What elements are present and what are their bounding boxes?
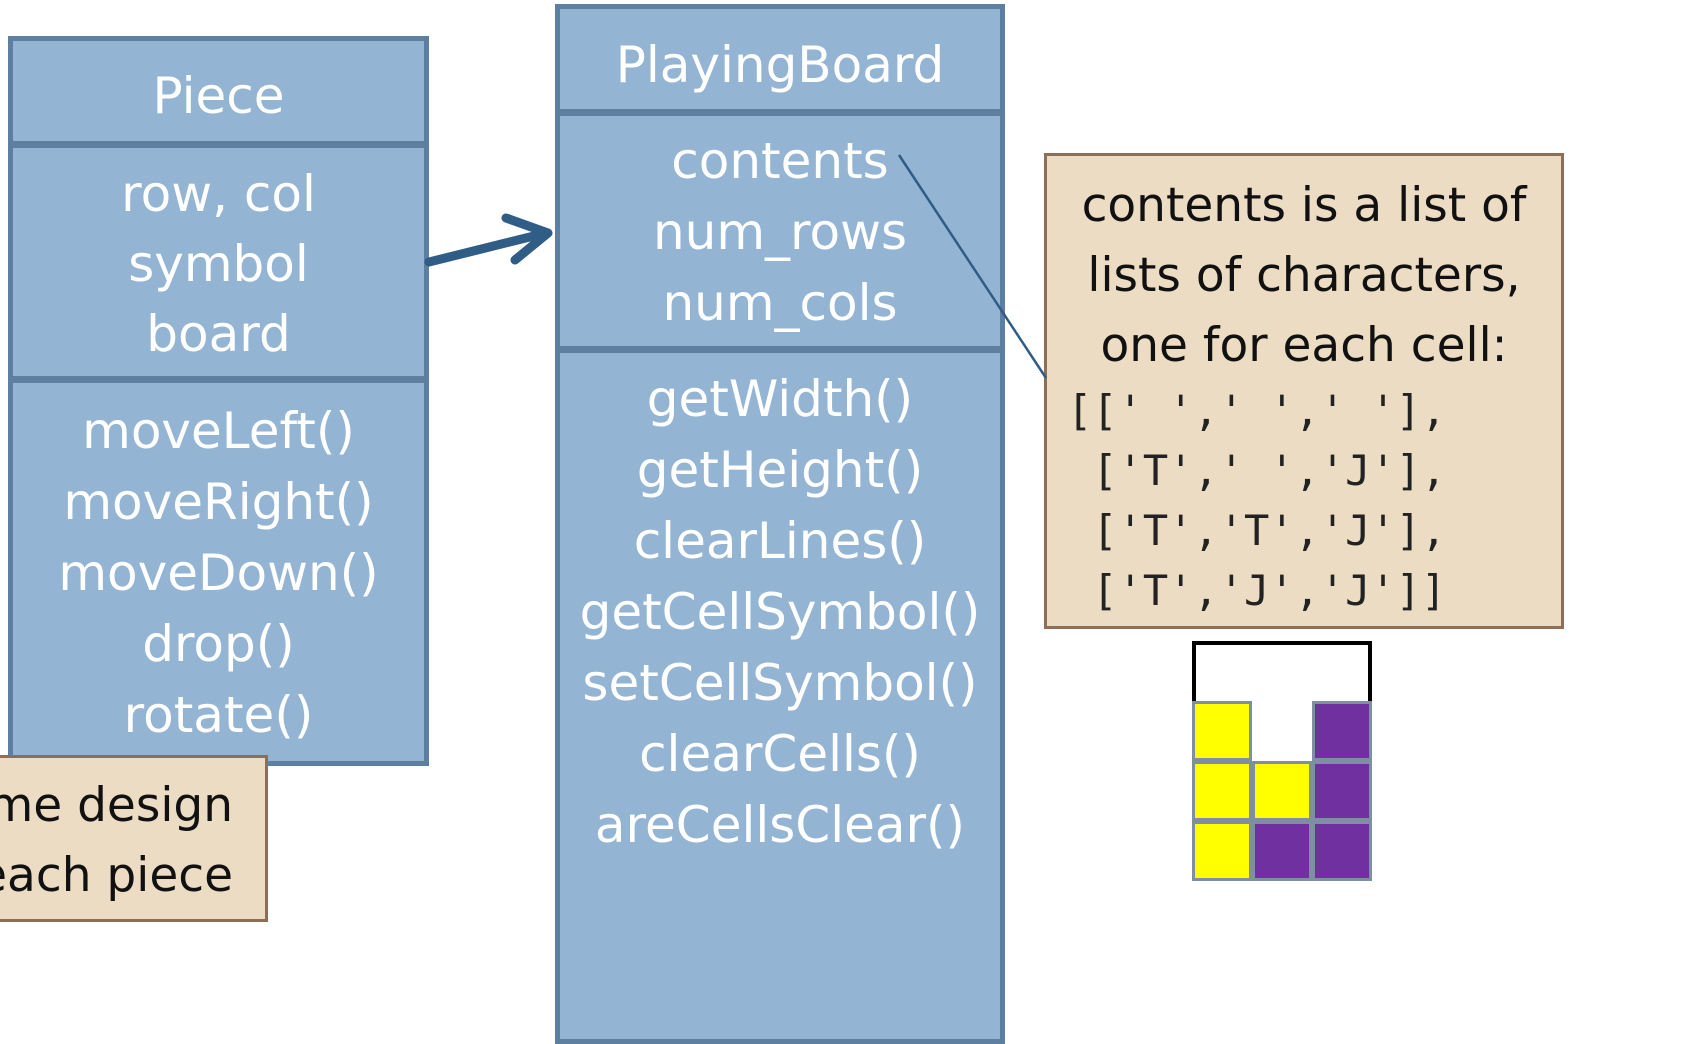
left-design-note: me design each piece bbox=[0, 755, 268, 922]
piece-title-divider bbox=[13, 141, 424, 148]
playingboard-method-clearlines: clearLines() bbox=[633, 512, 927, 570]
piece-attribute-symbol: symbol bbox=[128, 235, 309, 293]
contents-note: contents is a list of lists of character… bbox=[1044, 153, 1564, 629]
playingboard-attributes-divider bbox=[560, 346, 1000, 353]
playingboard-attribute-num-rows: num_rows bbox=[652, 203, 908, 261]
piece-to-board-arrow-head bbox=[501, 213, 553, 265]
board-grid bbox=[1192, 641, 1372, 881]
board-cell bbox=[1192, 761, 1252, 821]
contents-note-line-1: contents is a list of bbox=[1081, 178, 1527, 233]
board-cell bbox=[1192, 821, 1252, 881]
piece-to-board-arrow-shaft bbox=[424, 228, 551, 267]
playingboard-method-clearcells: clearCells() bbox=[639, 725, 921, 783]
piece-method-rotate: rotate() bbox=[123, 686, 314, 744]
contents-note-line-2: lists of characters, bbox=[1087, 248, 1521, 303]
playingboard-attribute-contents: contents bbox=[671, 132, 889, 190]
board-cell bbox=[1312, 821, 1372, 881]
playingboard-method-arecellsclear: areCellsClear() bbox=[594, 796, 966, 854]
piece-method-moveleft: moveLeft() bbox=[82, 402, 355, 460]
left-note-line-1: me design bbox=[0, 778, 233, 833]
piece-method-drop: drop() bbox=[142, 615, 295, 673]
contents-code-line-3: ['T','T','J'], bbox=[1067, 506, 1447, 555]
piece-class-title: Piece bbox=[152, 67, 285, 125]
board-cell bbox=[1252, 821, 1312, 881]
playingboard-method-setcellsymbol: setCellSymbol() bbox=[582, 654, 978, 712]
piece-method-moveright: moveRight() bbox=[63, 473, 374, 531]
piece-method-movedown: moveDown() bbox=[58, 544, 379, 602]
contents-note-line-3: one for each cell: bbox=[1100, 318, 1508, 373]
piece-attributes-divider bbox=[13, 376, 424, 383]
playingboard-class-title: PlayingBoard bbox=[615, 36, 945, 94]
playingboard-attribute-num-cols: num_cols bbox=[662, 274, 898, 332]
contents-code-line-4: ['T','J','J']] bbox=[1067, 566, 1447, 615]
board-empty-row-frame bbox=[1192, 641, 1372, 703]
board-cell bbox=[1252, 701, 1312, 761]
piece-attribute-board: board bbox=[146, 305, 291, 363]
playingboard-method-getwidth: getWidth() bbox=[646, 370, 914, 428]
board-cell bbox=[1312, 761, 1372, 821]
contents-code-line-1: [[' ',' ',' '], bbox=[1067, 386, 1447, 435]
playingboard-title-divider bbox=[560, 109, 1000, 116]
left-note-line-2: each piece bbox=[0, 848, 233, 903]
playingboard-class-box: PlayingBoard contents num_rows num_cols … bbox=[555, 4, 1005, 1044]
contents-code-line-2: ['T',' ','J'], bbox=[1067, 446, 1447, 495]
board-cell bbox=[1192, 701, 1252, 761]
piece-attribute-row-col: row, col bbox=[121, 165, 316, 223]
contents-leader-line bbox=[897, 154, 1048, 379]
playingboard-method-getcellsymbol: getCellSymbol() bbox=[579, 583, 981, 641]
playingboard-method-getheight: getHeight() bbox=[636, 441, 924, 499]
board-cell bbox=[1252, 761, 1312, 821]
piece-class-box: Piece row, col symbol board moveLeft() m… bbox=[8, 36, 429, 766]
board-cell bbox=[1312, 701, 1372, 761]
